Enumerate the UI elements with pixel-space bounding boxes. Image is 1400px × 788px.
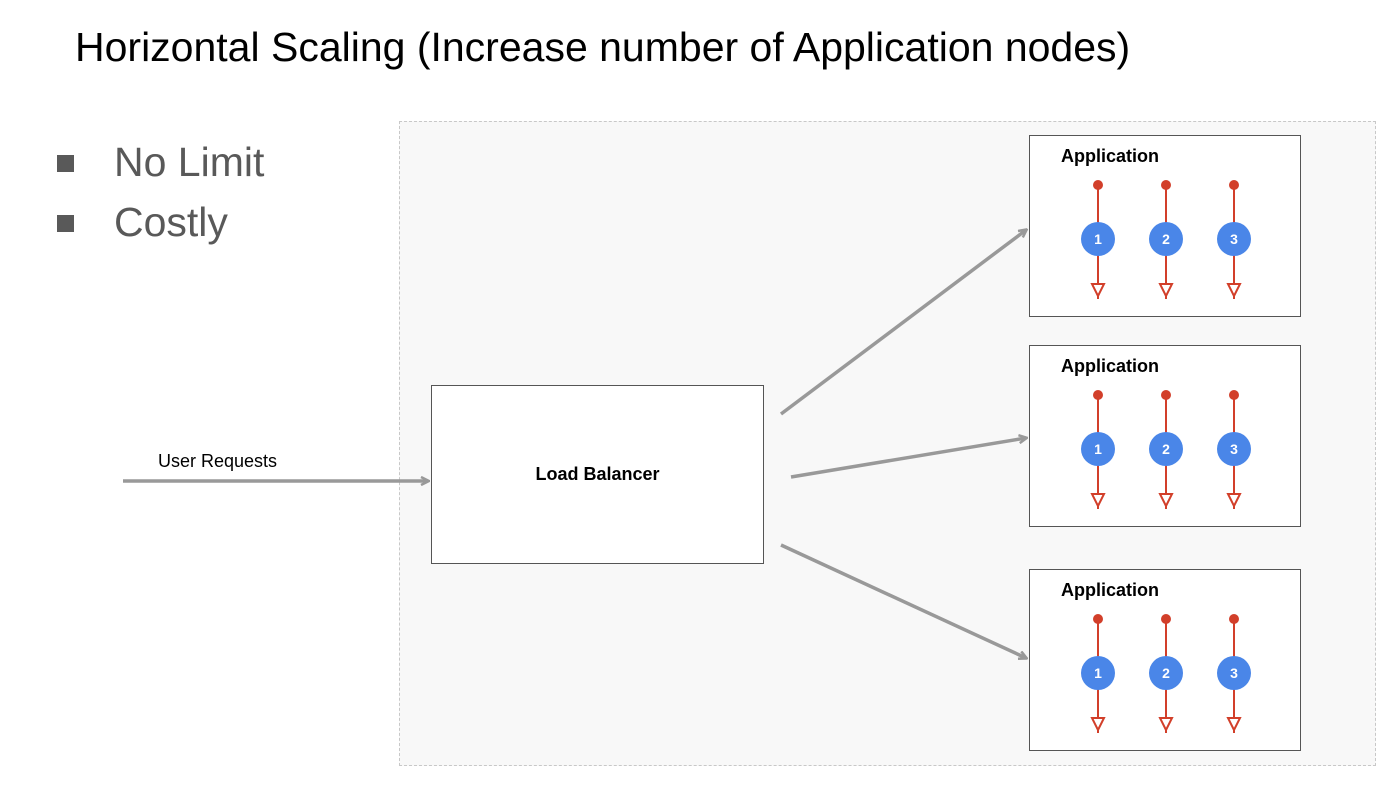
square-bullet-icon: [57, 215, 74, 232]
application-label: Application: [1061, 580, 1159, 600]
bullet-text: Costly: [114, 199, 228, 245]
thread-group: 1 2 3: [1081, 390, 1251, 509]
thread-group: 1 2 3: [1081, 614, 1251, 733]
user-requests-label: User Requests: [158, 451, 278, 471]
thread: 3: [1217, 180, 1251, 299]
slide-title: Horizontal Scaling (Increase number of A…: [75, 24, 1131, 70]
application-node: Application 1 2 3: [1029, 569, 1301, 751]
thread-number: 3: [1230, 665, 1238, 681]
lb-to-app-1-arrow: [779, 230, 1026, 416]
lb-to-app-3-arrow: [780, 543, 1026, 658]
thread-circle: [1217, 222, 1251, 256]
thread-number: 2: [1162, 231, 1170, 247]
load-balancer-box: Load Balancer: [431, 385, 764, 564]
thread-circle: [1217, 656, 1251, 690]
thread-number: 2: [1162, 665, 1170, 681]
application-node: Application 1 2 3: [1029, 345, 1301, 527]
application-node: Application 1 2 3: [1029, 135, 1301, 317]
application-label: Application: [1061, 146, 1159, 166]
thread-number: 3: [1230, 231, 1238, 247]
thread-circle: [1149, 656, 1183, 690]
thread-circle: [1149, 432, 1183, 466]
thread: 2: [1149, 614, 1183, 733]
thread-number: 1: [1094, 665, 1102, 681]
load-balancer-label: Load Balancer: [535, 464, 660, 484]
square-bullet-icon: [57, 155, 74, 172]
thread-number: 2: [1162, 441, 1170, 457]
thread-group: 1 2 3: [1081, 180, 1251, 299]
thread: 2: [1149, 390, 1183, 509]
thread: 2: [1149, 180, 1183, 299]
thread-circle: [1081, 222, 1115, 256]
bullet-text: No Limit: [114, 139, 265, 185]
thread-number: 1: [1094, 231, 1102, 247]
thread: 3: [1217, 614, 1251, 733]
thread-circle: [1081, 656, 1115, 690]
thread-circle: [1081, 432, 1115, 466]
thread-number: 1: [1094, 441, 1102, 457]
thread: 3: [1217, 390, 1251, 509]
thread-number: 3: [1230, 441, 1238, 457]
thread-circle: [1217, 432, 1251, 466]
lb-to-app-2-arrow: [790, 438, 1026, 479]
thread: 1: [1081, 390, 1115, 509]
thread-circle: [1149, 222, 1183, 256]
application-label: Application: [1061, 356, 1159, 376]
thread: 1: [1081, 614, 1115, 733]
thread: 1: [1081, 180, 1115, 299]
